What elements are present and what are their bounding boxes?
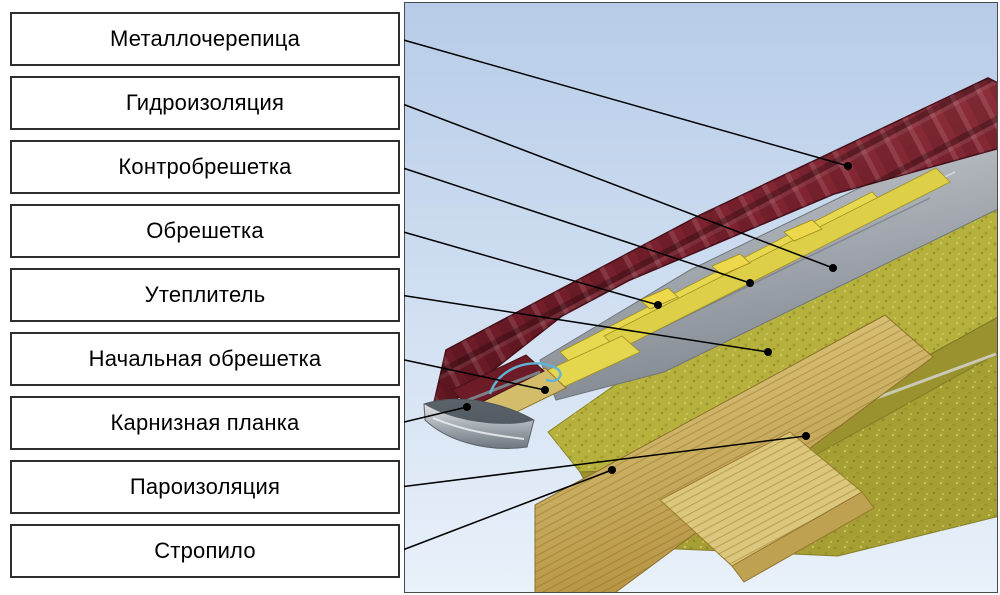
- legend-panel: Металлочерепица Гидроизоляция Контробреш…: [0, 0, 404, 595]
- legend-item: Обрешетка: [10, 204, 400, 258]
- legend-item: Металлочерепица: [10, 12, 400, 66]
- legend-item-label: Гидроизоляция: [125, 90, 285, 115]
- leader-dot: [844, 162, 852, 170]
- illustration-border: [404, 2, 998, 593]
- leader-dot: [764, 348, 772, 356]
- legend-item: Стропило: [10, 524, 400, 578]
- legend-item-label: Обрешетка: [146, 218, 264, 243]
- gutter-opening: [424, 399, 534, 424]
- legend-item: Гидроизоляция: [10, 76, 400, 130]
- leader-dot: [541, 386, 549, 394]
- leader-dot: [654, 301, 662, 309]
- leader-lines: [399, 38, 852, 552]
- legend-item: Карнизная планка: [10, 396, 400, 450]
- legend-item: Контробрешетка: [10, 140, 400, 194]
- leader-dot: [463, 403, 471, 411]
- cable-wire: [488, 362, 562, 395]
- leader-dot: [608, 466, 616, 474]
- legend-item-label: Пароизоляция: [129, 474, 281, 499]
- legend-item-label: Утеплитель: [144, 282, 266, 307]
- legend-item: Пароизоляция: [10, 460, 400, 514]
- leader-line: [399, 358, 546, 391]
- leader-line: [399, 435, 807, 488]
- leader-line: [399, 102, 834, 269]
- leader-dot: [802, 432, 810, 440]
- leader-line: [399, 469, 613, 552]
- gutter-highlight: [432, 417, 525, 440]
- legend-item-label: Металлочерепица: [109, 26, 301, 51]
- metal-tile-sheet: [428, 77, 998, 422]
- batten-ends: [639, 219, 823, 310]
- legend-item-label: Контробрешетка: [118, 154, 292, 179]
- leader-dot: [829, 264, 837, 272]
- legend-item: Начальная обрешетка: [10, 332, 400, 386]
- leader-line: [399, 230, 659, 306]
- eaves-assembly: [423, 354, 567, 449]
- legend-item-label: Стропило: [154, 538, 256, 563]
- leader-line: [399, 294, 769, 353]
- leader-line: [399, 166, 751, 284]
- legend-item-label: Начальная обрешетка: [88, 346, 322, 371]
- rafter-board: [659, 431, 875, 583]
- legend-item: Утеплитель: [10, 268, 400, 322]
- leader-line: [399, 38, 849, 167]
- leader-line: [399, 406, 468, 424]
- legend-item-label: Карнизная планка: [110, 410, 300, 435]
- leader-dot: [746, 279, 754, 287]
